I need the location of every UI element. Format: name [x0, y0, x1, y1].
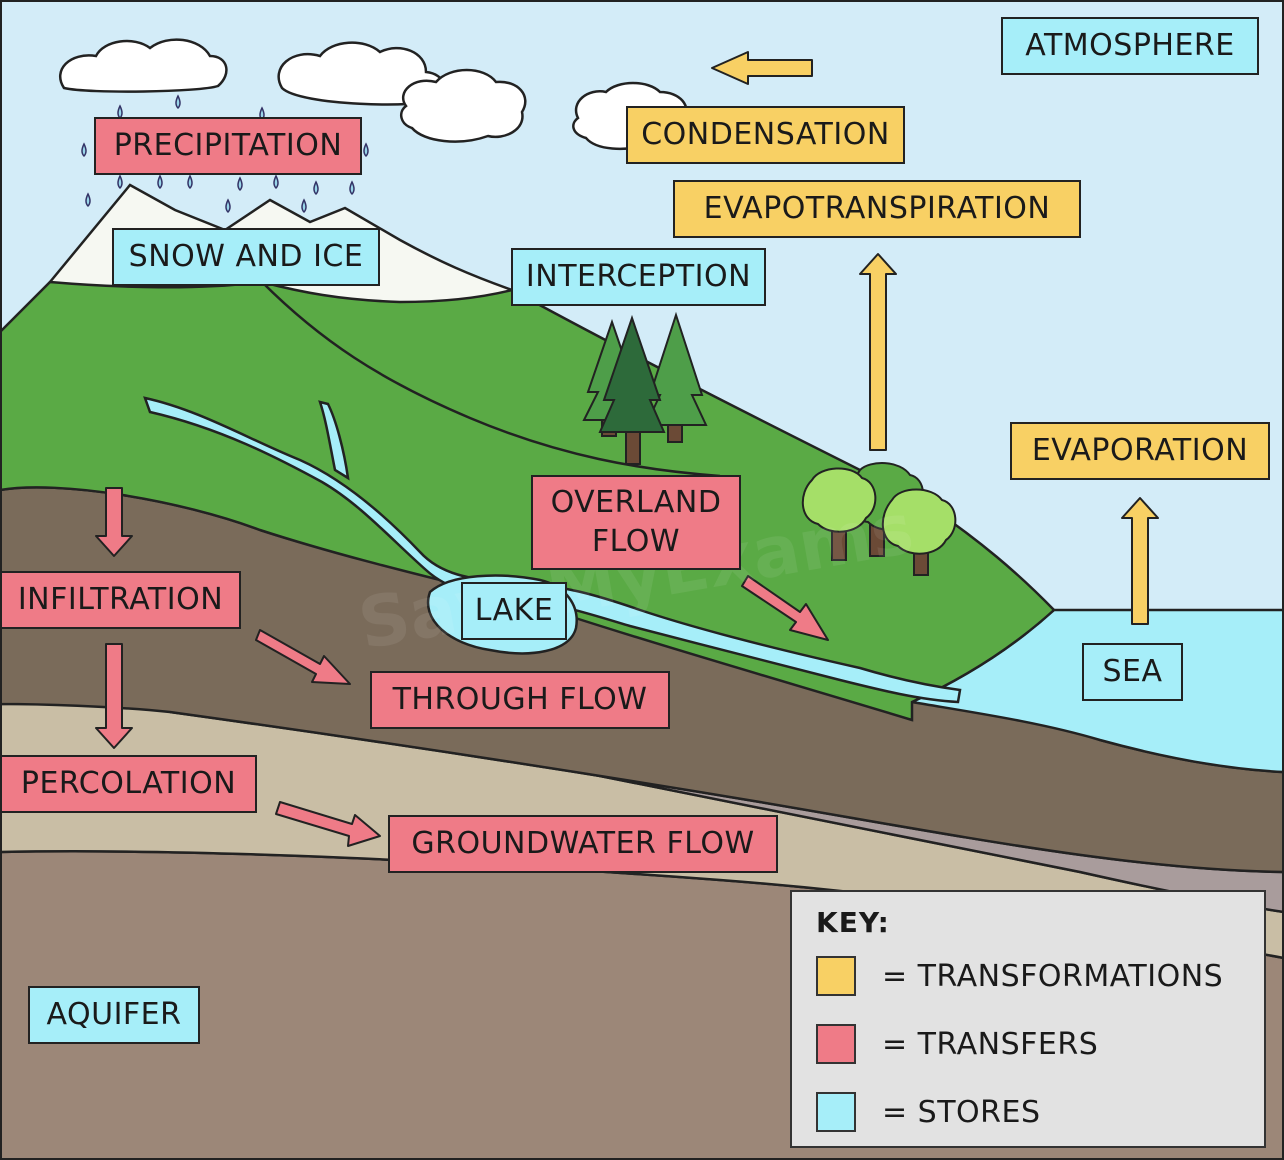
legend-key: KEY: = TRANSFORMATIONS = TRANSFERS = STO…	[790, 890, 1266, 1148]
label-evapotranspiration: EVAPOTRANSPIRATION	[673, 180, 1081, 238]
key-row-stores: = STORES	[816, 1090, 1041, 1134]
groundwater-flow-arrow	[275, 801, 381, 847]
label-overland-flow: OVERLAND FLOW	[531, 475, 741, 570]
key-text-stores: = STORES	[882, 1094, 1041, 1130]
label-atmosphere: ATMOSPHERE	[1001, 17, 1259, 75]
transformation-arrows	[711, 51, 1159, 625]
river	[143, 396, 962, 704]
label-sea: SEA	[1082, 643, 1183, 701]
infiltration-arrow	[95, 487, 133, 557]
label-snow-and-ice: SNOW AND ICE	[112, 228, 380, 286]
label-condensation: CONDENSATION	[626, 106, 905, 164]
hillside-ridge-line	[261, 281, 721, 478]
evaporation-arrow	[1121, 497, 1159, 625]
label-evaporation: EVAPORATION	[1010, 422, 1270, 480]
key-row-transformations: = TRANSFORMATIONS	[816, 954, 1223, 998]
label-infiltration: INFILTRATION	[0, 571, 241, 629]
label-precipitation: PRECIPITATION	[94, 117, 362, 175]
evapotranspiration-arrow	[859, 253, 897, 451]
key-title: KEY:	[816, 906, 890, 939]
key-swatch-transfers	[816, 1024, 856, 1064]
deciduous-trees	[801, 462, 957, 576]
overland-flow-arrow	[741, 575, 829, 641]
clouds	[58, 38, 688, 150]
conifer-trees	[582, 311, 708, 465]
label-groundwater-flow: GROUNDWATER FLOW	[388, 815, 778, 873]
key-swatch-transformations	[816, 956, 856, 996]
label-aquifer: AQUIFER	[28, 986, 200, 1044]
condensation-arrow	[711, 51, 813, 85]
label-lake: LAKE	[461, 582, 567, 640]
percolation-arrow	[95, 643, 133, 749]
label-through-flow: THROUGH FLOW	[370, 671, 670, 729]
label-percolation: PERCOLATION	[0, 755, 257, 813]
through-flow-arrow	[255, 629, 351, 685]
key-row-transfers: = TRANSFERS	[816, 1022, 1098, 1066]
key-swatch-stores	[816, 1092, 856, 1132]
key-text-transfers: = TRANSFERS	[882, 1026, 1099, 1062]
label-interception: INTERCEPTION	[511, 248, 766, 306]
key-text-transformations: = TRANSFORMATIONS	[882, 958, 1224, 994]
river-tributary	[318, 400, 350, 481]
transfer-arrows	[95, 487, 829, 847]
